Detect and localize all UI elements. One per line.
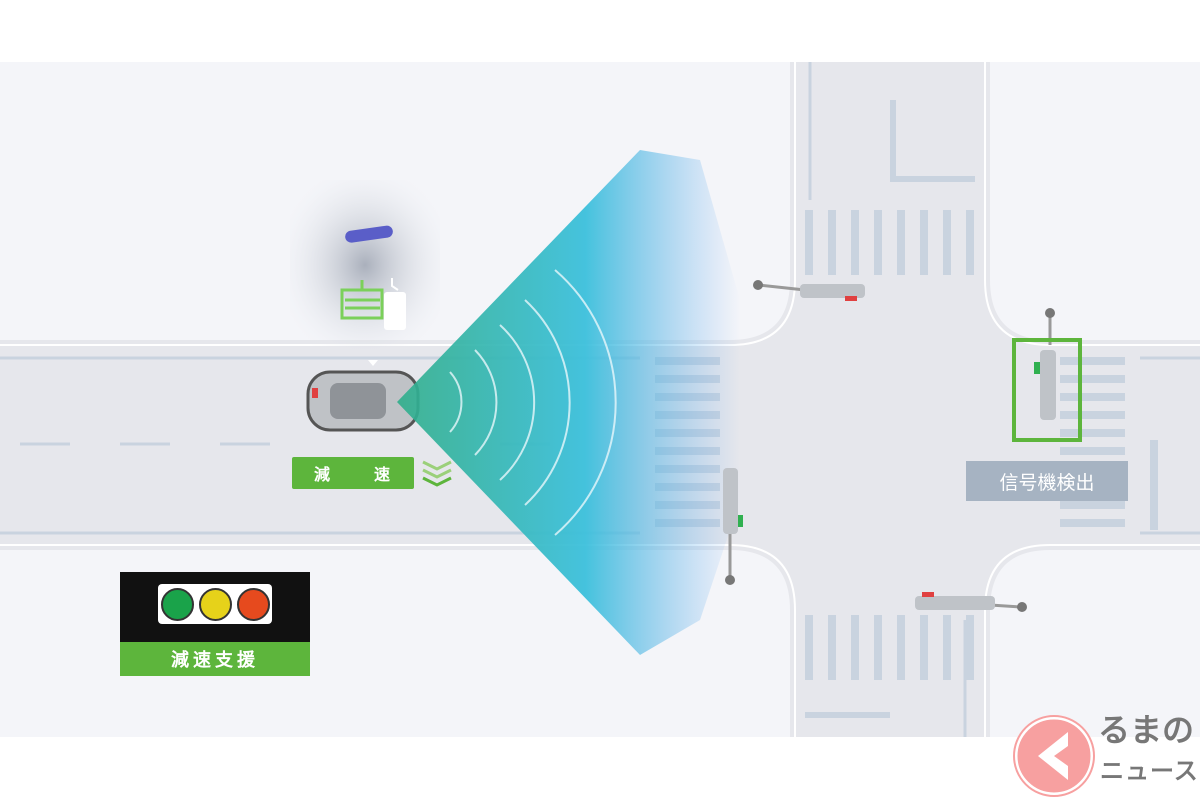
signal-detection-label: 信号機検出: [966, 461, 1128, 501]
red-lamp-icon: [236, 587, 270, 621]
deceleration-label: 減 速: [292, 457, 414, 489]
deceleration-support-indicator: 減速支援: [120, 572, 310, 676]
decel-chevrons-icon: [422, 460, 452, 487]
yellow-lamp-icon: [198, 587, 232, 621]
steering-icon: [345, 225, 393, 243]
traffic-light-left: [723, 468, 743, 585]
detection-box: [1012, 338, 1082, 442]
sensor-waves: [449, 269, 617, 536]
sensor-detection-cone: [397, 150, 740, 655]
driver-action-panel: [290, 180, 440, 350]
accelerator-pedal-icon: [384, 278, 406, 330]
kurumanonews-logo: るまの ニュース: [1010, 708, 1200, 800]
traffic-light-top: [753, 280, 865, 301]
green-lamp-icon: [160, 587, 194, 621]
logo-text-bottom: ニュース: [1100, 757, 1199, 785]
traffic-light-detected: [1034, 308, 1056, 420]
brake-pedal-icon: [340, 280, 384, 320]
signal-lamps: [158, 584, 272, 624]
traffic-light-bottom: [915, 592, 1027, 612]
logo-text-top: るまの: [1098, 711, 1195, 749]
logo-mark-icon: [1013, 715, 1095, 797]
deceleration-support-label: 減速支援: [120, 642, 310, 676]
